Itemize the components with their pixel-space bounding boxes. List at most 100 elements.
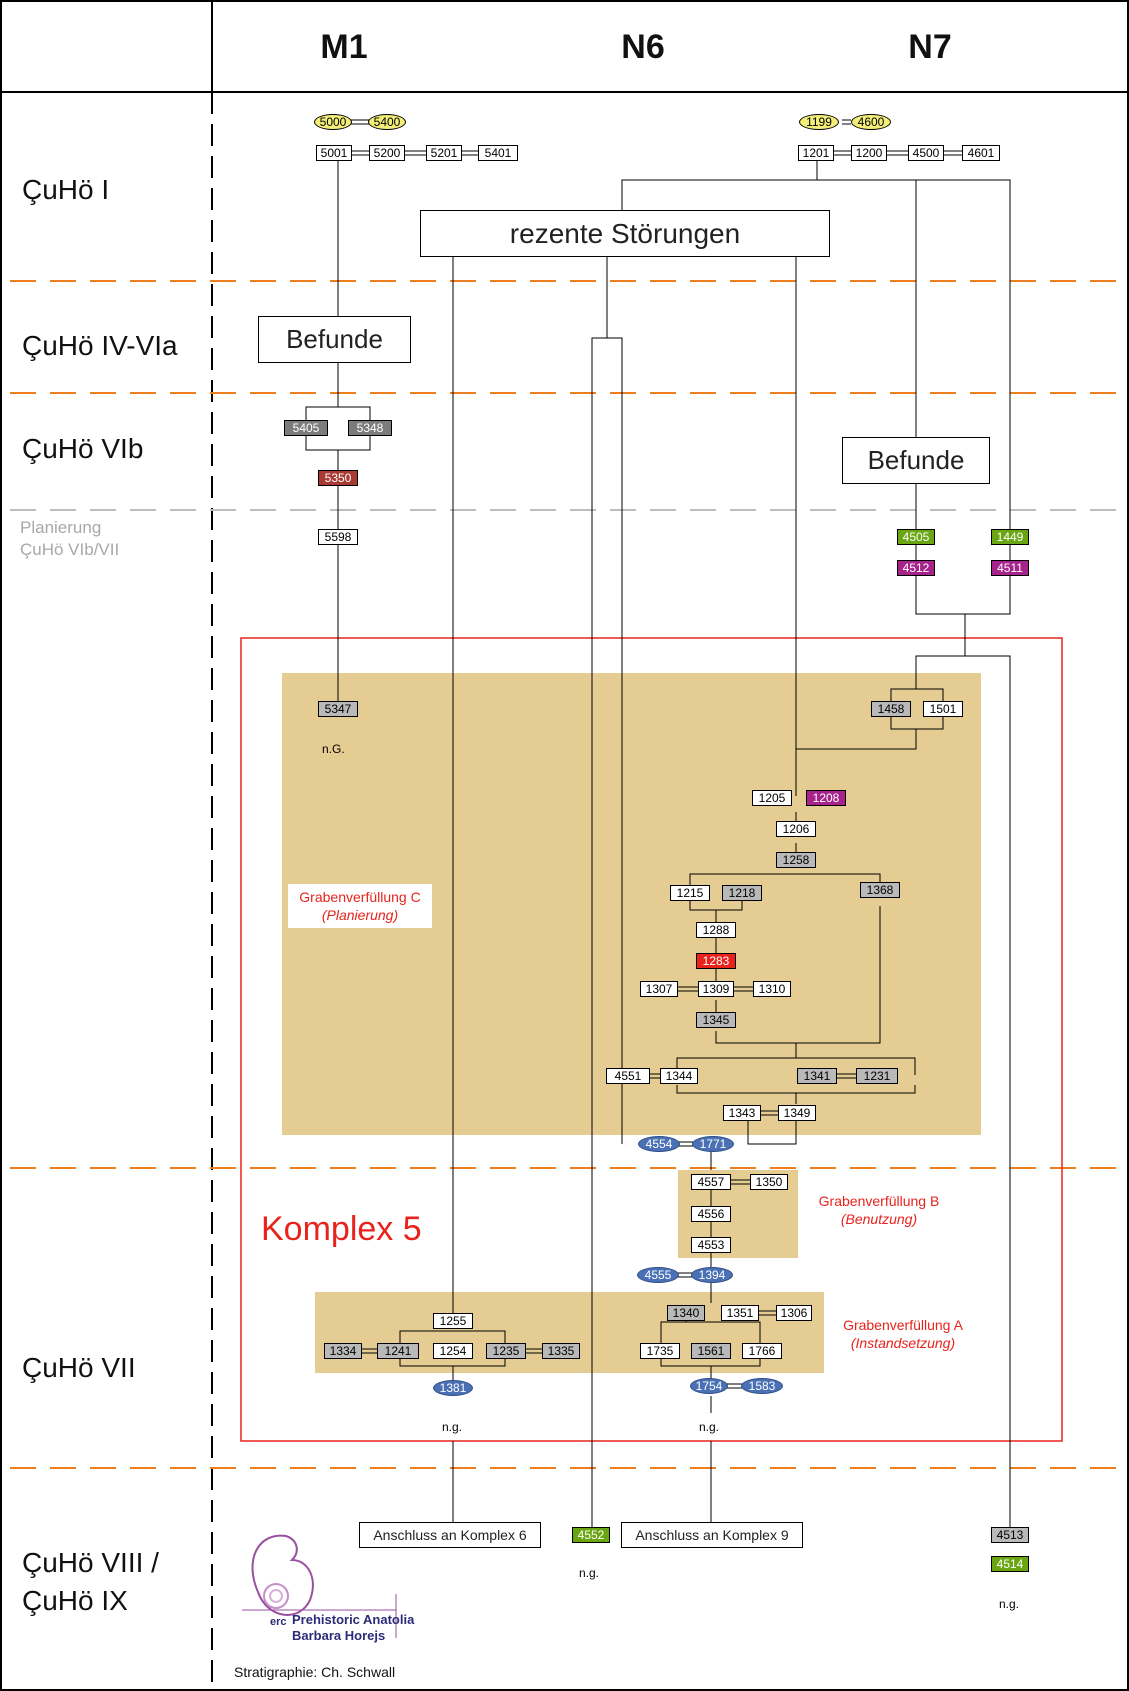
node-4512: 4512 [897,560,935,576]
node-1218: 1218 [722,885,762,901]
node-1561: 1561 [691,1343,731,1359]
node-1771: 1771 [692,1136,734,1152]
node-1394: 1394 [691,1267,733,1283]
node-1349: 1349 [778,1105,816,1121]
node-1351: 1351 [721,1305,759,1321]
node-1205: 1205 [752,790,792,806]
node-1199: 1199 [799,114,839,130]
node-1307: 1307 [640,981,678,997]
node-1255: 1255 [433,1313,473,1329]
node-1449: 1449 [991,529,1029,545]
node-1200: 1200 [851,145,887,161]
node-1235: 1235 [486,1343,526,1359]
phase-label-vii: ÇuHö VII [22,1352,136,1383]
node-4601: 4601 [962,145,1000,161]
label-grabenverfuellung-a: Grabenverfüllung A (Instandsetzung) [828,1316,978,1352]
logo-line-1: Prehistoric Anatolia [292,1612,415,1627]
node-4511: 4511 [991,560,1029,576]
phase-label-planierung: Planierung [20,518,102,537]
node-4552: 4552 [572,1527,610,1543]
node-1350: 1350 [750,1174,788,1190]
node-5401: 5401 [478,145,518,161]
logo-line-2: Barbara Horejs [292,1628,386,1643]
node-4555: 4555 [637,1267,679,1283]
node-1766: 1766 [742,1343,782,1359]
node-5350: 5350 [318,470,358,486]
node-5405: 5405 [284,420,328,436]
node-1201: 1201 [798,145,834,161]
node-5348: 5348 [348,420,392,436]
label-ng-m1: n.G. [322,742,345,756]
node-1345: 1345 [696,1012,736,1028]
node-1501: 1501 [923,701,963,717]
erc-logo-icon [251,1534,314,1616]
node-1343: 1343 [723,1105,761,1121]
node-4556: 4556 [691,1206,731,1222]
phase-label-vib-vii: ÇuHö VIb/VII [20,540,120,559]
label-grabenverfuellung-c-subtitle: (Planierung) [321,907,399,923]
node-1381: 1381 [433,1380,473,1396]
node-4553: 4553 [691,1237,731,1253]
node-1310: 1310 [753,981,791,997]
box-anschluss-komplex-6: Anschluss an Komplex 6 [359,1522,541,1548]
node-5001: 5001 [316,145,352,161]
node-1340: 1340 [667,1305,705,1321]
label-ng-n6-lower: n.g. [699,1420,720,1434]
node-1335: 1335 [542,1343,580,1359]
node-1368: 1368 [860,882,900,898]
label-ng-m1-lower: n.g. [442,1420,463,1434]
node-1208: 1208 [806,790,846,806]
node-4514: 4514 [991,1556,1029,1572]
node-1344: 1344 [660,1068,698,1084]
node-4551: 4551 [606,1068,650,1084]
label-grabenverfuellung-c: Grabenverfüllung C (Planierung) [288,884,432,928]
node-4600: 4600 [851,114,891,130]
node-1283: 1283 [696,953,736,969]
node-5200: 5200 [369,145,405,161]
node-4557: 4557 [691,1174,731,1190]
label-komplex-5: Komplex 5 [261,1210,422,1248]
node-1334: 1334 [324,1343,362,1359]
phase-label-ix: ÇuHö IX [22,1585,128,1616]
node-1583: 1583 [741,1378,783,1394]
node-1288: 1288 [696,922,736,938]
box-anschluss-komplex-9: Anschluss an Komplex 9 [621,1522,803,1548]
node-5201: 5201 [426,145,462,161]
komplex-frame [240,637,1063,1442]
phase-label-iv-via: ÇuHö IV-VIa [22,330,178,361]
node-1258: 1258 [776,852,816,868]
node-5000: 5000 [314,114,352,130]
phase-separators [10,280,1129,1469]
logo-erc-text: erc [270,1616,287,1628]
node-5598: 5598 [318,529,358,545]
node-5400: 5400 [368,114,406,130]
node-1754: 1754 [690,1378,728,1394]
node-1254: 1254 [433,1343,473,1359]
label-ng-4514: n.g. [999,1597,1020,1611]
column-header-n6: N6 [621,28,665,66]
node-1341: 1341 [797,1068,837,1084]
label-ng-4552: n.g. [579,1566,600,1580]
node-1241: 1241 [377,1343,419,1359]
label-grabenverfuellung-b-subtitle: (Benutzung) [840,1211,918,1227]
node-1309: 1309 [698,981,734,997]
box-rezente-stoerungen: rezente Störungen [420,210,830,257]
node-1206: 1206 [776,821,816,837]
credit-text: Stratigraphie: Ch. Schwall [234,1664,396,1680]
node-1231: 1231 [856,1068,898,1084]
label-grabenverfuellung-c-title: Grabenverfüllung C [299,889,421,905]
node-1735: 1735 [640,1343,680,1359]
label-grabenverfuellung-b: Grabenverfüllung B (Benutzung) [805,1192,953,1228]
column-header-n7: N7 [908,28,952,66]
node-4554: 4554 [638,1136,680,1152]
node-1306: 1306 [776,1305,812,1321]
phase-label-i: ÇuHö I [22,174,110,205]
column-header-m1: M1 [320,28,368,66]
box-befunde-m1: Befunde [258,316,411,363]
node-4505: 4505 [897,529,935,545]
node-1458: 1458 [871,701,911,717]
node-1215: 1215 [670,885,710,901]
node-4513: 4513 [991,1527,1029,1543]
node-5347: 5347 [318,701,358,717]
